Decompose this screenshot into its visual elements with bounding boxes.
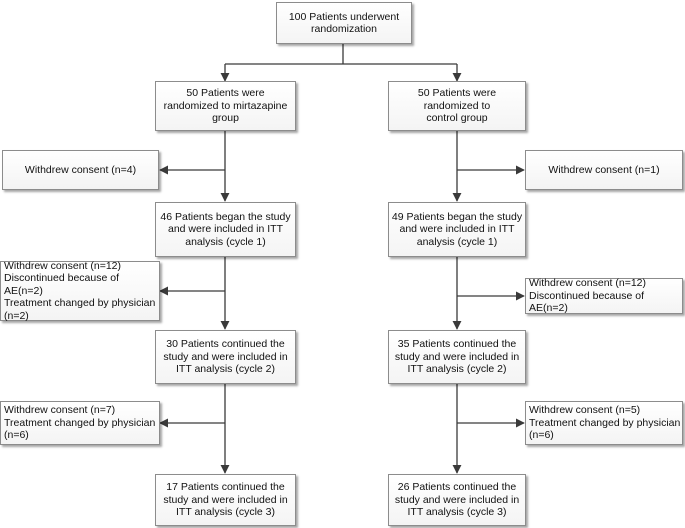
left-cycle3-box: 17 Patients continued the study and were… (155, 474, 296, 526)
right-cycle1-box: 49 Patients began the study and were inc… (388, 202, 526, 257)
left-exclusion-box-2: Withdrew consent (n=12) Discontinued bec… (0, 259, 160, 322)
left-withdrew-text-1: Withdrew consent (n=4) (24, 163, 137, 176)
right-cycle3-box: 26 Patients continued the study and were… (388, 474, 526, 526)
control-group-text: 50 Patients were randomized to control g… (417, 87, 497, 125)
right-withdrew-text-1: Withdrew consent (n=1) (548, 163, 660, 176)
right-exclusion-box-3: Withdrew consent (n=5) Treatment changed… (525, 401, 683, 445)
right-cycle3-text: 26 Patients continued the study and were… (394, 481, 520, 519)
left-cycle1-text: 46 Patients began the study and were inc… (160, 210, 291, 248)
randomization-text: 100 Patients underwent randomization (288, 10, 400, 36)
left-cycle1-box: 46 Patients began the study and were inc… (155, 202, 296, 257)
left-withdrew-box-1: Withdrew consent (n=4) (2, 150, 159, 190)
left-cycle2-text: 30 Patients continued the study and were… (163, 338, 288, 376)
right-exclusion-text-3: Withdrew consent (n=5) Treatment changed… (529, 404, 681, 442)
right-cycle1-text: 49 Patients began the study and were inc… (391, 210, 523, 248)
mirtazapine-group-box: 50 Patients were randomized to mirtazapi… (155, 81, 296, 131)
mirtazapine-group-text: 50 Patients were randomized to mirtazapi… (163, 87, 288, 125)
control-group-box: 50 Patients were randomized to control g… (388, 81, 526, 131)
left-cycle3-text: 17 Patients continued the study and were… (163, 481, 288, 519)
left-exclusion-text-3: Withdrew consent (n=7) Treatment changed… (4, 404, 156, 442)
left-exclusion-box-3: Withdrew consent (n=7) Treatment changed… (0, 401, 160, 445)
right-cycle2-box: 35 Patients continued the study and were… (388, 330, 526, 384)
right-exclusion-box-2: Withdrew consent (n=12) Discontinued bec… (525, 277, 683, 315)
right-withdrew-box-1: Withdrew consent (n=1) (525, 150, 683, 190)
right-cycle2-text: 35 Patients continued the study and were… (394, 338, 520, 376)
left-exclusion-text-2: Withdrew consent (n=12) Discontinued bec… (4, 259, 156, 322)
left-cycle2-box: 30 Patients continued the study and were… (155, 330, 296, 384)
randomization-box: 100 Patients underwent randomization (276, 2, 412, 44)
right-exclusion-text-2: Withdrew consent (n=12) Discontinued bec… (529, 277, 647, 315)
